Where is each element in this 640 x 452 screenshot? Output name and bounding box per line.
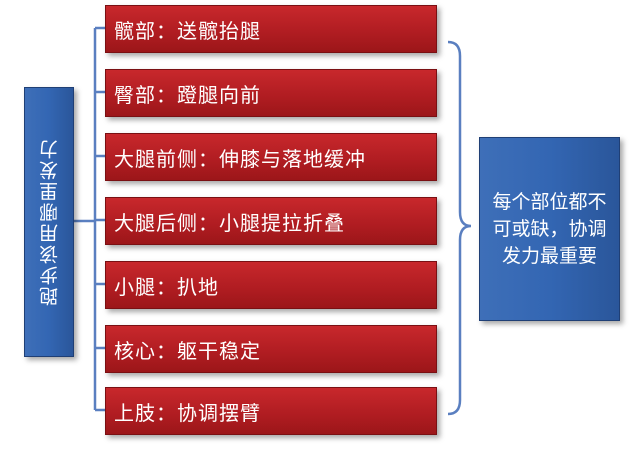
item-box-glutes: 臀部：蹬腿向前 [105,69,437,117]
conclusion-text: 每个部位都不可或缺，协调发力最重要 [492,190,607,267]
item-box-hip: 髋部：送髋抬腿 [105,5,437,53]
item-label: 核心：躯干稳定 [114,338,261,363]
item-label: 小腿：扒地 [114,274,219,299]
root-label: 跑步该用哪里发力 [38,138,61,306]
item-box-core: 核心：躯干稳定 [105,325,437,373]
item-label: 大腿前侧：伸膝与落地缓冲 [114,146,366,171]
item-box-calves: 小腿：扒地 [105,261,437,309]
item-box-quads: 大腿前侧：伸膝与落地缓冲 [105,133,437,181]
curly-brace [447,40,472,416]
item-label: 臀部：蹬腿向前 [114,82,261,107]
item-label: 髋部：送髋抬腿 [114,18,261,43]
item-label: 上肢：协调摆臂 [114,400,261,425]
item-box-hamstrings: 大腿后侧：小腿提拉折叠 [105,197,437,245]
item-label: 大腿后侧：小腿提拉折叠 [114,210,345,235]
conclusion-box: 每个部位都不可或缺，协调发力最重要 [479,137,620,321]
item-box-upper-limbs: 上肢：协调摆臂 [105,387,437,435]
root-box: 跑步该用哪里发力 [24,87,74,357]
